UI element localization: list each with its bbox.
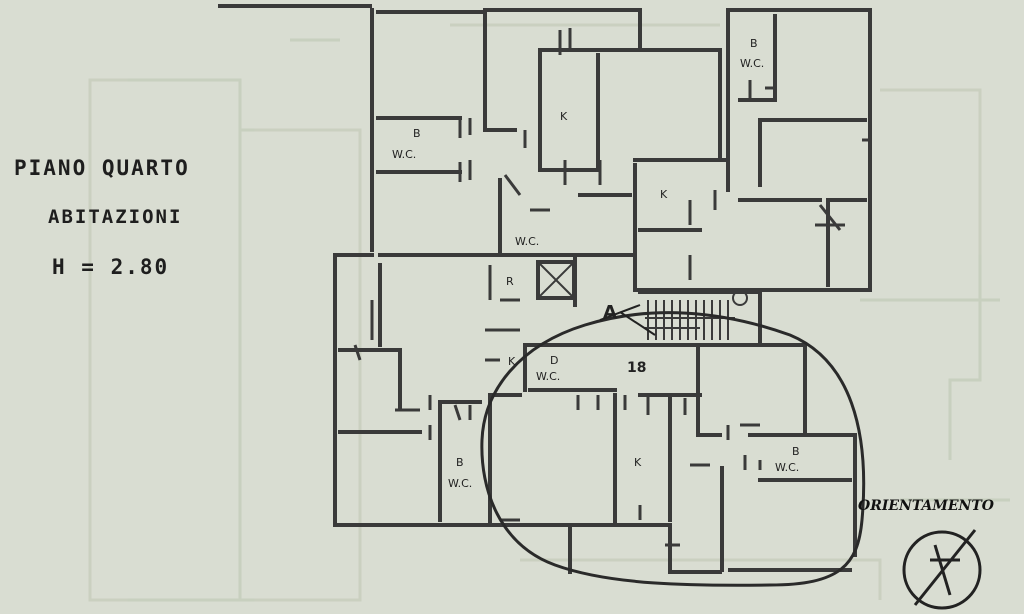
ceiling-height: H = 2.80 (52, 255, 170, 279)
room-label-b: B (456, 456, 464, 469)
background-lines (88, 23, 1010, 602)
walls (218, 4, 872, 574)
floor-title: PIANO QUARTO (14, 156, 190, 180)
door-marks (353, 28, 870, 547)
room-label-b: B (750, 37, 758, 50)
room-label-wc: W.C. (515, 235, 539, 248)
use-title: ABITAZIONI (48, 206, 183, 228)
room-label-k: K (634, 456, 642, 469)
room-label-b: B (792, 445, 800, 458)
room-label-wc: W.C. (392, 148, 416, 161)
compass-icon (902, 529, 982, 610)
room-label-k: K (660, 188, 668, 201)
room-label-k: K (560, 110, 568, 123)
unit-number: 18 (627, 360, 646, 376)
room-label-r: R (506, 275, 514, 288)
room-label-k: K (508, 355, 516, 368)
room-label-wc: W.C. (448, 477, 472, 490)
room-label-b: B (413, 127, 421, 140)
section-marker: A (603, 302, 617, 323)
room-label-d: D (550, 354, 558, 367)
room-label-wc: W.C. (775, 461, 799, 474)
section-arrow (599, 304, 656, 336)
unit-highlight-outline (480, 311, 866, 587)
room-labels: B W.C. K W.C. B W.C. K R K D W.C. K B W.… (392, 37, 800, 490)
orientation-label: ORIENTAMENTO (858, 498, 994, 514)
room-label-wc: W.C. (740, 57, 764, 70)
staircase (645, 290, 748, 340)
room-label-wc: W.C. (536, 370, 560, 383)
